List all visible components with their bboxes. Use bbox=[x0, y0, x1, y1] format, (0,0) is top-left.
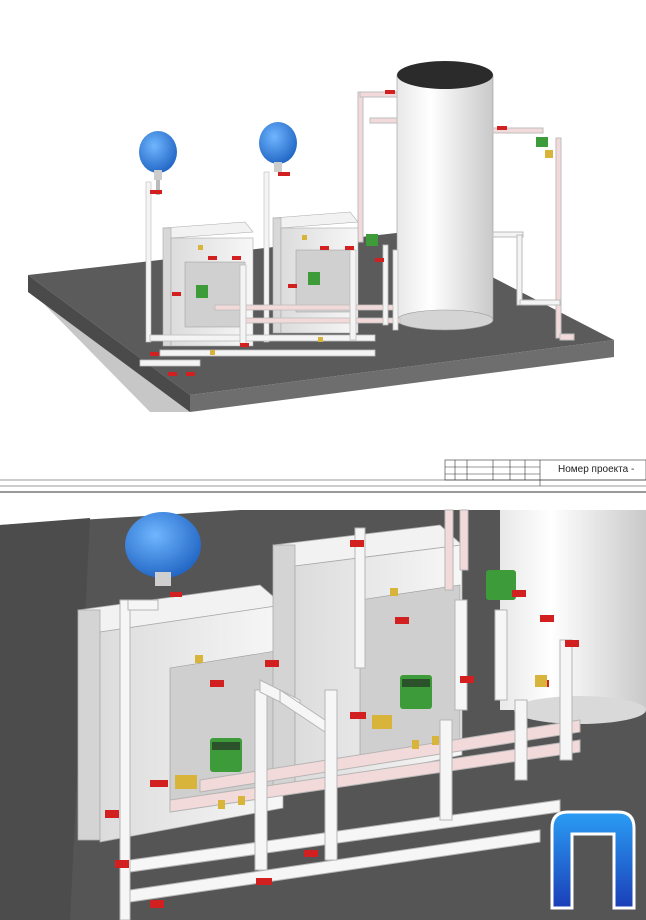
ball-valve-icon bbox=[210, 680, 224, 687]
ball-valve-icon bbox=[105, 810, 119, 818]
ball-valve-icon bbox=[512, 590, 526, 597]
closeup-piping bbox=[119, 509, 581, 920]
storage-tank-closeup bbox=[500, 510, 646, 724]
ball-valves-top bbox=[150, 246, 384, 376]
ball-valve-icon bbox=[320, 246, 329, 250]
project-number-label: Номер проекта - bbox=[558, 464, 635, 475]
ball-valve-icon bbox=[256, 878, 272, 885]
expansion-tank-icon bbox=[259, 122, 297, 164]
ball-valve-icon bbox=[460, 676, 474, 683]
ball-valve-icon bbox=[232, 256, 241, 260]
ball-valve-icon bbox=[150, 900, 164, 908]
ball-valve-icon bbox=[350, 712, 366, 719]
brass-fittings-top bbox=[198, 235, 323, 355]
ball-valve-icon bbox=[168, 372, 177, 376]
expansion-tank-2 bbox=[259, 122, 297, 343]
circulation-pump-icon bbox=[486, 570, 516, 600]
boiler-1 bbox=[162, 221, 254, 347]
ball-valve-icon bbox=[375, 258, 384, 262]
ball-valve-icon bbox=[265, 660, 279, 667]
ball-valve-icon bbox=[350, 540, 364, 547]
ball-valve-icon bbox=[304, 850, 318, 857]
logo-icon bbox=[550, 810, 636, 910]
expansion-tank-1 bbox=[139, 131, 177, 343]
ball-valve-icon bbox=[288, 284, 297, 288]
ball-valve-icon bbox=[240, 343, 249, 347]
ball-valve-icon bbox=[115, 860, 129, 868]
ball-valves-closeup bbox=[105, 540, 579, 908]
manifold-piping bbox=[139, 244, 401, 367]
tank-piping bbox=[357, 91, 575, 341]
expansion-tank-icon bbox=[125, 512, 201, 578]
overview-view bbox=[28, 61, 614, 412]
circulation-pump-icon bbox=[366, 234, 378, 246]
ball-valve-icon bbox=[208, 256, 217, 260]
ball-valve-icon bbox=[172, 292, 181, 296]
expansion-tank-icon bbox=[139, 131, 177, 173]
storage-tank bbox=[396, 61, 494, 331]
tank-valve bbox=[385, 90, 553, 158]
ball-valve-icon bbox=[150, 352, 159, 356]
ball-valve-icon bbox=[345, 246, 354, 250]
boiler-2 bbox=[272, 211, 378, 334]
circulation-pump-icon bbox=[308, 272, 320, 285]
ball-valve-icon bbox=[565, 640, 579, 647]
ball-valve-icon bbox=[540, 615, 554, 622]
expansion-tank-closeup bbox=[125, 512, 201, 597]
ball-valve-icon bbox=[186, 372, 195, 376]
closeup-view bbox=[0, 509, 646, 920]
title-block-frame bbox=[0, 459, 646, 493]
brass-fittings-closeup bbox=[175, 588, 547, 809]
ball-valve-icon bbox=[150, 780, 168, 787]
circulation-pump-icon bbox=[196, 285, 208, 298]
ball-valve-icon bbox=[395, 617, 409, 624]
